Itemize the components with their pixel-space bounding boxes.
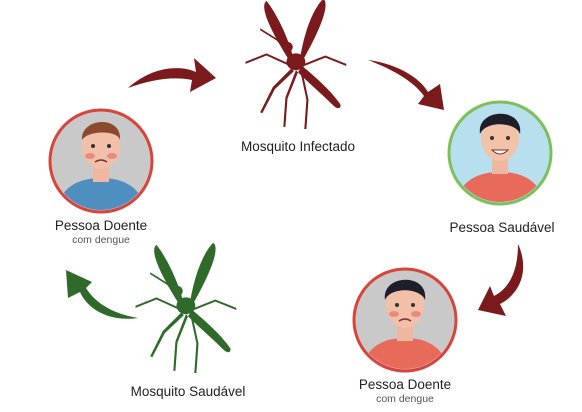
sick-person-bottom: [354, 269, 456, 372]
healthy-mosquito: [136, 243, 237, 373]
healthy-person-icon: [449, 102, 551, 206]
mosquito-icon: [136, 243, 237, 373]
arrow-sick-to-mosquito: [128, 58, 216, 92]
mosquito-icon: [246, 0, 347, 129]
sick-person-top: [50, 110, 152, 212]
sick-person-icon: [50, 110, 152, 212]
healthy-person: [449, 102, 551, 206]
sick-person-bottom-sublabel: com dengue: [340, 393, 470, 405]
infected-mosquito-label: Mosquito Infectado: [218, 139, 378, 154]
healthy-person-label: Pessoa Saudável: [437, 220, 567, 235]
curved-arrow-icon: [478, 244, 523, 316]
infected-mosquito: [246, 0, 347, 129]
arrow-mosquito-to-healthy: [368, 60, 444, 110]
curved-arrow-icon: [368, 60, 444, 110]
curved-arrow-icon: [128, 58, 216, 92]
curved-arrow-icon: [66, 270, 138, 319]
healthy-mosquito-label: Mosquito Saudável: [108, 384, 268, 399]
arrow-healthy-to-sick: [478, 244, 523, 316]
sick-person-icon: [354, 269, 456, 372]
sick-person-top-sublabel: com dengue: [36, 234, 166, 246]
sick-person-top-label: Pessoa Doente: [36, 218, 166, 233]
arrow-mosquito-to-sick: [66, 270, 138, 319]
sick-person-bottom-label: Pessoa Doente: [340, 377, 470, 392]
